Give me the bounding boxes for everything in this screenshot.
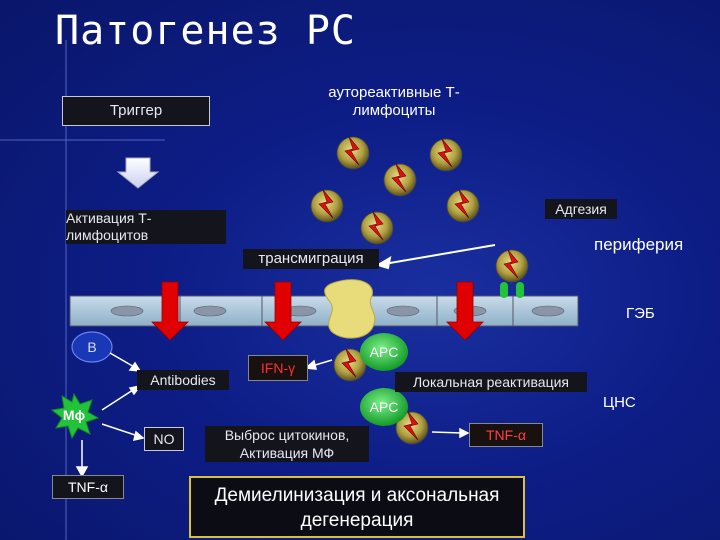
trigger-label: Триггер — [62, 96, 210, 126]
t-cell — [383, 163, 417, 197]
t-cell — [360, 211, 394, 245]
t-cell-adhering — [495, 249, 529, 283]
trigger-arrow — [116, 157, 160, 189]
t-cell — [429, 138, 463, 172]
transmigration-label: трансмиграция — [243, 249, 379, 269]
ifn-gamma-label: IFN-γ — [248, 355, 308, 381]
bbb-label: ГЭБ — [626, 305, 655, 322]
b-cell-label: B — [87, 339, 97, 355]
t-cells — [310, 136, 529, 445]
tnf-alpha-left-label: TNF-α — [52, 475, 124, 499]
page-title: Патогенез РС — [55, 8, 356, 54]
local-reactivation-label: Локальная реактивация — [395, 372, 587, 392]
activation-label: Активация Т-лимфоцитов — [66, 210, 226, 244]
link-arrows — [75, 352, 470, 478]
transmigrating-cell — [324, 279, 376, 339]
t-cell — [333, 348, 367, 382]
apc-cell-top — [360, 333, 408, 371]
no-label: NO — [144, 427, 184, 451]
autoreactive-t-cells-label: аутореактивные Т-лимфоциты — [328, 84, 460, 119]
macrophage-cell — [50, 392, 100, 440]
red-arrows — [151, 281, 484, 341]
apc-bottom-label: APC — [369, 399, 399, 415]
adhesion-arrow — [375, 244, 496, 270]
demyelination-box: Демиелинизация и аксональная дегенерация — [189, 476, 525, 538]
macrophage-label: Mϕ — [62, 407, 86, 423]
apc-cell-bottom — [360, 388, 408, 426]
t-cell — [395, 411, 429, 445]
bbb-membrane — [69, 279, 579, 339]
b-cell — [71, 331, 113, 363]
t-cell — [336, 136, 370, 170]
adhesion-molecules — [500, 282, 524, 298]
cns-label: ЦНС — [603, 394, 636, 411]
adhesion-label: Адгезия — [545, 199, 617, 219]
antibodies-label: Antibodies — [137, 370, 229, 390]
cytokines-label: Выброс цитокинов, Активация МФ — [205, 426, 369, 462]
tnf-alpha-right-label: TNF-α — [469, 423, 543, 447]
apc-top-label: APC — [369, 344, 399, 360]
t-cell — [310, 189, 344, 223]
periphery-label: периферия — [594, 235, 684, 254]
t-cell — [446, 189, 480, 223]
